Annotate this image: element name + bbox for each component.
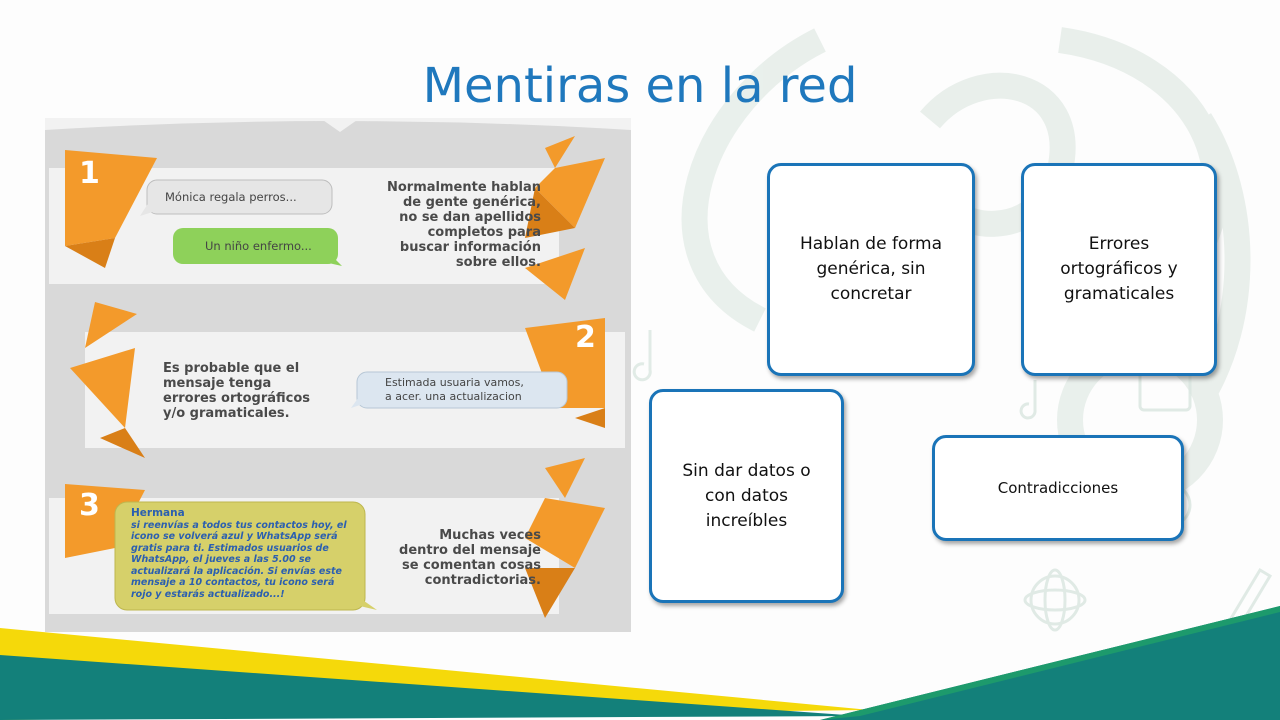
slide-title: Mentiras en la red [422,58,858,114]
step-1-green-bubble: Un niño enfermo... [205,239,312,253]
box-generic: Hablan de forma genérica, sin concretar [767,163,975,376]
step-1-number: 1 [79,156,100,191]
step-1-gray-bubble: Mónica regala perros... [165,190,297,204]
box-no-data: Sin dar datos o con datos increíbles [649,389,844,603]
step-3-number: 3 [79,488,100,523]
box-contradictions: Contradicciones [932,435,1184,541]
step-2-number: 2 [575,320,596,355]
box-errors: Errores ortográficos y gramaticales [1021,163,1217,376]
step-3-text: Muchas veces dentro del mensaje se comen… [399,528,541,588]
infographic-art [45,118,631,618]
step-3-bubble: Hermana si reenvías a todos tus contacto… [131,507,347,600]
infographic-image: 1 2 3 Mónica regala perros... Un niño en… [45,118,631,632]
step-2-bubble: Estimada usuaria vamos, a acer. una actu… [385,376,524,403]
step-2-text: Es probable que el mensaje tenga errores… [163,361,311,421]
step-1-text: Normalmente hablan de gente genérica, no… [387,180,541,270]
